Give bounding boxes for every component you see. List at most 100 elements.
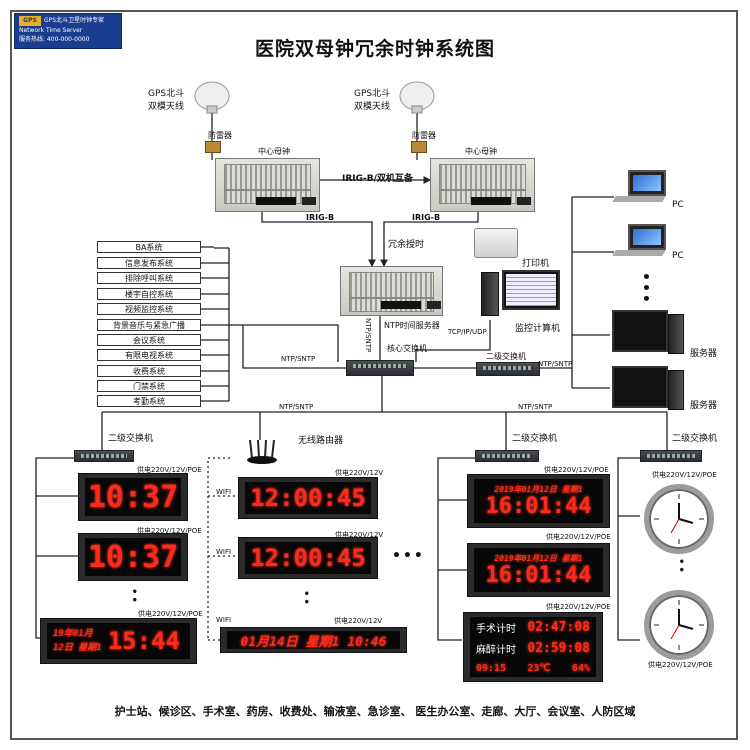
- ntp-right-mid-label: NTP/SNTP: [538, 360, 573, 368]
- led-clock-3-time: 12:00:45: [245, 482, 371, 514]
- led-calendar-line1: 19年01月: [53, 629, 93, 639]
- printer-icon: [474, 228, 518, 258]
- monitor-pc-screen: [502, 270, 560, 310]
- op-timer-value-2: 02:59:08: [527, 641, 590, 657]
- power-label: 供电220V/12V: [335, 531, 384, 539]
- led-datetime-2-time: 16:01:44: [485, 562, 592, 588]
- gps-antenna-left: [193, 80, 231, 114]
- led-strip-time: 01月14日 星期1 10:46: [227, 631, 400, 650]
- op-timer-label-2: 麻醉计时: [476, 645, 516, 657]
- branch-switch-1: [74, 450, 134, 462]
- power-label: 供电220V/12V/POE: [544, 466, 609, 474]
- operating-room-timer: 手术计时 02:47:08 麻醉计时 02:59:08 09:15 23℃ 64…: [463, 612, 603, 682]
- led-datetime-2: 2019年01月12日 星期1 16:01:44: [467, 543, 610, 597]
- wifi-label: WIFI: [216, 488, 232, 496]
- second-switch-right-label: 二级交换机: [486, 352, 526, 361]
- led-clock-4-time: 12:00:45: [245, 542, 371, 574]
- more-dots-row: •••: [392, 548, 425, 564]
- pc-label-2: PC: [672, 251, 684, 261]
- branch-switch-label-4: 二级交换机: [672, 434, 718, 444]
- power-label: 供电220V/12V/POE: [138, 610, 203, 618]
- led-clock-3: 12:00:45: [238, 477, 378, 519]
- laptop-icon-2: [628, 224, 666, 250]
- led-strip-clock: 01月14日 星期1 10:46: [220, 627, 407, 653]
- op-timer-label-1: 手术计时: [476, 624, 516, 636]
- led-datetime-1-date: 2019年01月12日 星期1: [494, 484, 583, 494]
- led-calendar-screen: 19年01月 12日 星期1 15:44: [47, 623, 190, 659]
- diagram-frame: [10, 10, 738, 740]
- ntp-bottom-right-label: NTP/SNTP: [518, 403, 553, 411]
- system-item: 门禁系统: [97, 380, 201, 392]
- op-timer-clock: 09:15: [476, 662, 507, 674]
- power-label: 供电220V/12V/POE: [137, 527, 202, 535]
- more-dots-clocks: ••: [675, 558, 686, 575]
- system-item: 背景音乐与紧急广播: [97, 319, 201, 331]
- logo-mark: GPS: [19, 16, 41, 26]
- system-item: 楼宇自控系统: [97, 288, 201, 300]
- op-timer-humidity: 64%: [571, 662, 590, 674]
- led-clock-1: 10:37: [78, 473, 188, 521]
- redundant-label: 冗余授时: [388, 240, 425, 250]
- system-item: 收费系统: [97, 365, 201, 377]
- power-label: 供电220V/12V: [335, 469, 384, 477]
- wifi-label: WIFI: [216, 616, 232, 624]
- diagram-title: 医院双母钟冗余时钟系统图: [254, 38, 495, 60]
- server-label-2: 服务器: [690, 401, 718, 411]
- server-tower-1: [668, 314, 684, 354]
- branch-switch-3: [475, 450, 539, 462]
- power-label: 供电220V/12V/POE: [546, 603, 611, 611]
- led-datetime-1-time: 16:01:44: [485, 493, 592, 519]
- more-dots-col2: ••: [300, 590, 311, 607]
- branch-switch-label-1: 二级交换机: [108, 434, 154, 444]
- irig-label-left: IRIG-B: [306, 213, 335, 222]
- ntp-vertical-label: NTP/SNTP: [364, 318, 372, 353]
- laptop-base-2: [612, 250, 666, 256]
- ntp-server: [340, 266, 443, 316]
- op-timer-value-1: 02:47:08: [527, 620, 590, 636]
- antenna-label-right: GPS北斗双模天线: [354, 89, 391, 112]
- led-clock-1-time: 10:37: [85, 478, 181, 516]
- led-clock-2-time: 10:37: [85, 538, 181, 576]
- irig-label-right: IRIG-B: [412, 213, 441, 222]
- antenna-label-left: GPS北斗双模天线: [148, 89, 185, 112]
- master-clock-left: [215, 158, 320, 212]
- printer-label: 打印机: [522, 259, 550, 269]
- power-label: 供电220V/12V/POE: [652, 471, 717, 479]
- server-tower-2: [668, 370, 684, 410]
- led-datetime-1: 2019年01月12日 星期1 16:01:44: [467, 474, 610, 528]
- power-label: 供电220V/12V/POE: [546, 533, 611, 541]
- system-item: 会议系统: [97, 334, 201, 346]
- server-monitor-2: [612, 366, 668, 408]
- master-label-right: 中心母钟: [465, 147, 497, 156]
- arrester-icon-left: [205, 141, 221, 153]
- branch-switch-label-3: 二级交换机: [512, 434, 558, 444]
- logo-line1: GPS北斗卫星时钟专家: [44, 17, 105, 24]
- pc-label-1: PC: [672, 200, 684, 210]
- monitor-pc-tower: [481, 272, 499, 316]
- more-dots-pc: •••: [637, 272, 653, 305]
- mutual-link-label: IRIG-B/双机互备: [342, 174, 413, 184]
- branch-switch-4: [640, 450, 702, 462]
- master-clock-right: [430, 158, 535, 212]
- analog-wall-clock-2: [644, 590, 714, 660]
- logo-line3: 服务热线: 400-000-0000: [19, 36, 90, 43]
- arrester-label-left: 防雷器: [208, 131, 232, 140]
- led-datetime-2-date: 2019年01月12日 星期1: [494, 553, 583, 563]
- arrester-label-right: 防雷器: [412, 131, 436, 140]
- led-calendar-time: 15:44: [107, 627, 180, 655]
- system-item: BA系统: [97, 241, 201, 253]
- power-label: 供电220V/12V: [334, 617, 383, 625]
- core-switch: [346, 360, 414, 376]
- system-item: 考勤系统: [97, 395, 201, 407]
- ntp-left-mid-label: NTP/SNTP: [281, 355, 316, 363]
- system-item: 有限电视系统: [97, 349, 201, 361]
- wireless-router-icon: [245, 438, 279, 464]
- server-monitor-1: [612, 310, 668, 352]
- led-clock-2: 10:37: [78, 533, 188, 581]
- system-item: 视频监控系统: [97, 303, 201, 315]
- footer-locations: 护士站、候诊区、手术室、药房、收费处、输液室、急诊室、 医生办公室、走廊、大厅、…: [114, 705, 636, 718]
- system-item: 排除呼叫系统: [97, 272, 201, 284]
- led-calendar-line2: 12日 星期1: [53, 643, 102, 653]
- arrester-icon-right: [411, 141, 427, 153]
